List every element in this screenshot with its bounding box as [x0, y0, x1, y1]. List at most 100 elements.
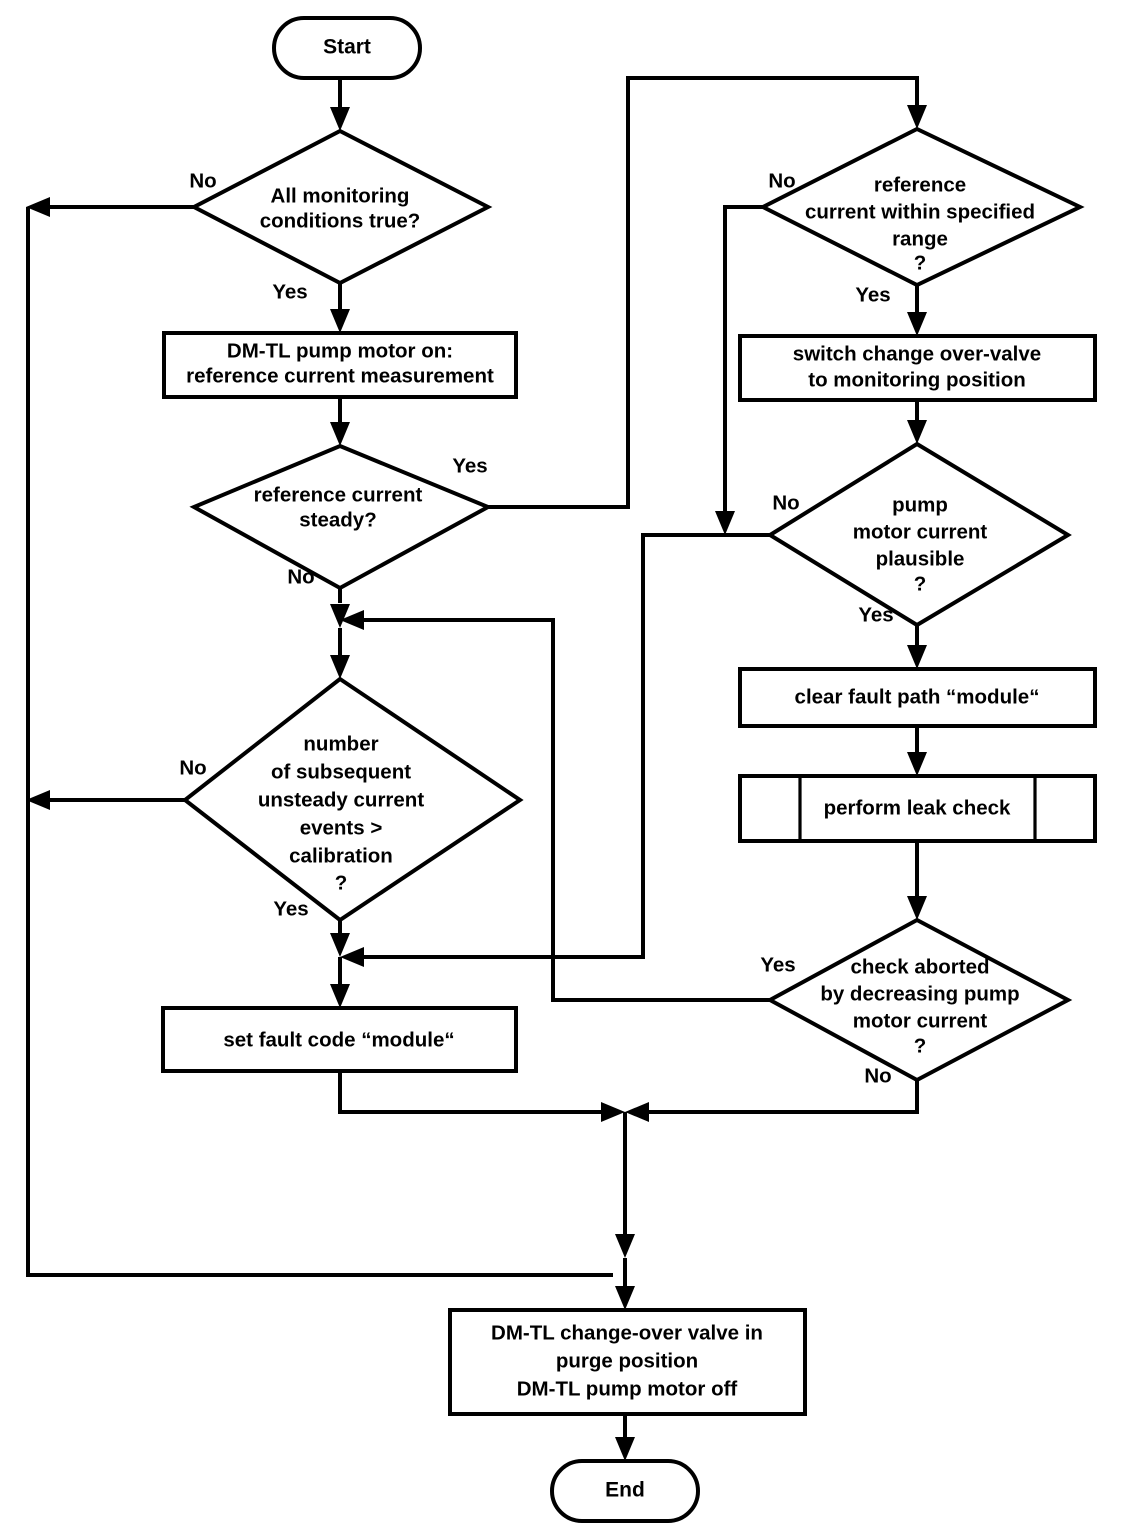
arrowhead-events-yes-2 — [330, 984, 350, 1008]
all-monitoring-label-line1: All monitoring — [271, 184, 410, 207]
arrowhead-start-to-monitoring — [330, 107, 350, 131]
edge-label-monitoring-no: No — [189, 169, 216, 192]
clear-fault-path-label: clear fault path “module“ — [795, 685, 1040, 708]
node-unsteady-events-count[interactable]: number of subsequent unsteady current ev… — [181, 676, 524, 923]
pump-motor-on-line2: reference current measurement — [186, 364, 494, 387]
edge-label-aborted-yes: Yes — [760, 953, 795, 976]
perform-leak-check-label: perform leak check — [824, 796, 1011, 819]
arrowhead-plausible-no — [340, 947, 364, 967]
edge-label-refrange-no: No — [768, 169, 795, 192]
edge-label-plausible-yes: Yes — [858, 603, 893, 626]
plausible-line2: motor current — [853, 520, 988, 543]
valve-purge-shape — [448, 1308, 807, 1416]
node-pump-motor-on[interactable]: DM-TL pump motor on: reference current m… — [162, 331, 518, 399]
edge-label-refrange-yes: Yes — [855, 283, 890, 306]
end-terminator-shape — [550, 1459, 700, 1523]
arrowhead-switch-to-plausible — [907, 420, 927, 444]
unsteady-events-line4: events > — [300, 816, 383, 839]
edge-plausible-no — [358, 533, 770, 959]
node-reference-current-in-range[interactable]: reference current within specified range… — [758, 126, 1085, 288]
check-aborted-line2: by decreasing pump — [820, 982, 1019, 1005]
reference-range-line4: ? — [914, 251, 927, 274]
arrowhead-events-no — [26, 790, 50, 810]
node-valve-purge-motor-off[interactable]: DM-TL change-over valve in purge positio… — [448, 1308, 807, 1416]
plausible-line1: pump — [892, 493, 948, 516]
edge-aborted-no — [643, 1080, 919, 1114]
arrowhead-steady-no-2 — [330, 655, 350, 679]
check-aborted-line3: motor current — [853, 1009, 988, 1032]
edge-setfault-to-merge — [338, 1071, 607, 1114]
switch-valve-line2: to monitoring position — [808, 368, 1025, 391]
reference-range-decision-shape — [758, 126, 1085, 288]
pump-motor-on-shape — [162, 331, 518, 399]
arrowhead-steady-no — [330, 604, 350, 628]
valve-purge-line3: DM-TL pump motor off — [517, 1377, 738, 1400]
arrowhead-monitoring-yes — [330, 309, 350, 333]
edge-label-events-no: No — [179, 756, 206, 779]
check-aborted-line4: ? — [914, 1034, 927, 1057]
edge-refrange-no — [723, 205, 763, 517]
reference-range-line3: range — [892, 227, 948, 250]
edge-steady-yes — [488, 76, 919, 509]
plausible-decision-shape — [766, 441, 1072, 628]
reference-steady-decision-shape — [189, 443, 493, 591]
edge-aborted-yes — [358, 618, 770, 1002]
edge-label-events-yes: Yes — [273, 897, 308, 920]
arrowhead-pumpmotor-to-steady — [330, 422, 350, 446]
node-pump-motor-current-plausible[interactable]: pump motor current plausible ? — [766, 441, 1072, 628]
switch-valve-line1: switch change over-valve — [793, 342, 1041, 365]
arrowhead-merge-down-2 — [615, 1286, 635, 1310]
arrowhead-plausible-yes — [907, 645, 927, 669]
arrowhead-steady-yes — [907, 105, 927, 129]
arrowhead-refrange-no — [715, 511, 735, 535]
node-clear-fault-path[interactable]: clear fault path “module“ — [738, 667, 1097, 728]
reference-range-line1: reference — [874, 173, 966, 196]
edge-label-plausible-no: No — [772, 491, 799, 514]
clear-fault-path-shape — [738, 667, 1097, 728]
edge-label-aborted-no: No — [864, 1064, 891, 1087]
plausible-line3: plausible — [876, 547, 965, 570]
node-start[interactable]: Start — [272, 16, 422, 80]
unsteady-events-line6: ? — [335, 871, 348, 894]
arrowhead-clearfault-to-leakcheck — [907, 752, 927, 776]
arrowhead-final-to-end — [615, 1437, 635, 1461]
reference-steady-line1: reference current — [254, 483, 423, 506]
arrowhead-monitoring-no — [26, 197, 50, 217]
start-label: Start — [323, 36, 371, 59]
valve-purge-line1: DM-TL change-over valve in — [491, 1321, 763, 1344]
connectors — [26, 76, 927, 1461]
node-perform-leak-check[interactable]: perform leak check — [738, 774, 1097, 843]
node-check-aborted[interactable]: check aborted by decreasing pump motor c… — [765, 917, 1073, 1083]
end-label: End — [605, 1479, 645, 1502]
node-switch-change-over-valve[interactable]: switch change over-valve to monitoring p… — [738, 334, 1097, 402]
arrowhead-events-yes — [330, 933, 350, 957]
all-monitoring-label-line2: conditions true? — [260, 209, 421, 232]
switch-valve-shape — [738, 334, 1097, 402]
edge-labels: No Yes Yes No No Yes No Yes No Yes Yes N… — [179, 169, 893, 1087]
unsteady-events-line3: unsteady current — [258, 788, 424, 811]
node-all-monitoring-conditions[interactable]: All monitoring conditions true? — [189, 128, 493, 286]
start-terminator-shape — [272, 16, 422, 80]
check-aborted-line1: check aborted — [851, 955, 990, 978]
valve-purge-line2: purge position — [556, 1349, 698, 1372]
all-monitoring-decision-shape — [189, 128, 493, 286]
unsteady-events-line1: number — [303, 732, 378, 755]
edge-label-monitoring-yes: Yes — [272, 280, 307, 303]
reference-range-line2: current within specified — [805, 200, 1035, 223]
unsteady-events-decision-shape — [181, 676, 524, 923]
pump-motor-on-line1: DM-TL pump motor on: — [227, 339, 453, 362]
node-set-fault-code[interactable]: set fault code “module“ — [161, 1006, 518, 1073]
node-end[interactable]: End — [550, 1459, 700, 1523]
node-reference-current-steady[interactable]: reference current steady? — [189, 443, 493, 591]
arrowhead-setfault-to-merge — [601, 1102, 625, 1122]
unsteady-events-line2: of subsequent — [271, 760, 411, 783]
set-fault-code-label: set fault code “module“ — [223, 1028, 454, 1051]
arrowhead-merge-down — [615, 1234, 635, 1258]
arrowhead-aborted-yes — [340, 610, 364, 630]
edge-label-steady-no: No — [287, 565, 314, 588]
arrowhead-leakcheck-to-aborted — [907, 896, 927, 920]
plausible-line4: ? — [914, 572, 927, 595]
edge-label-steady-yes: Yes — [452, 454, 487, 477]
